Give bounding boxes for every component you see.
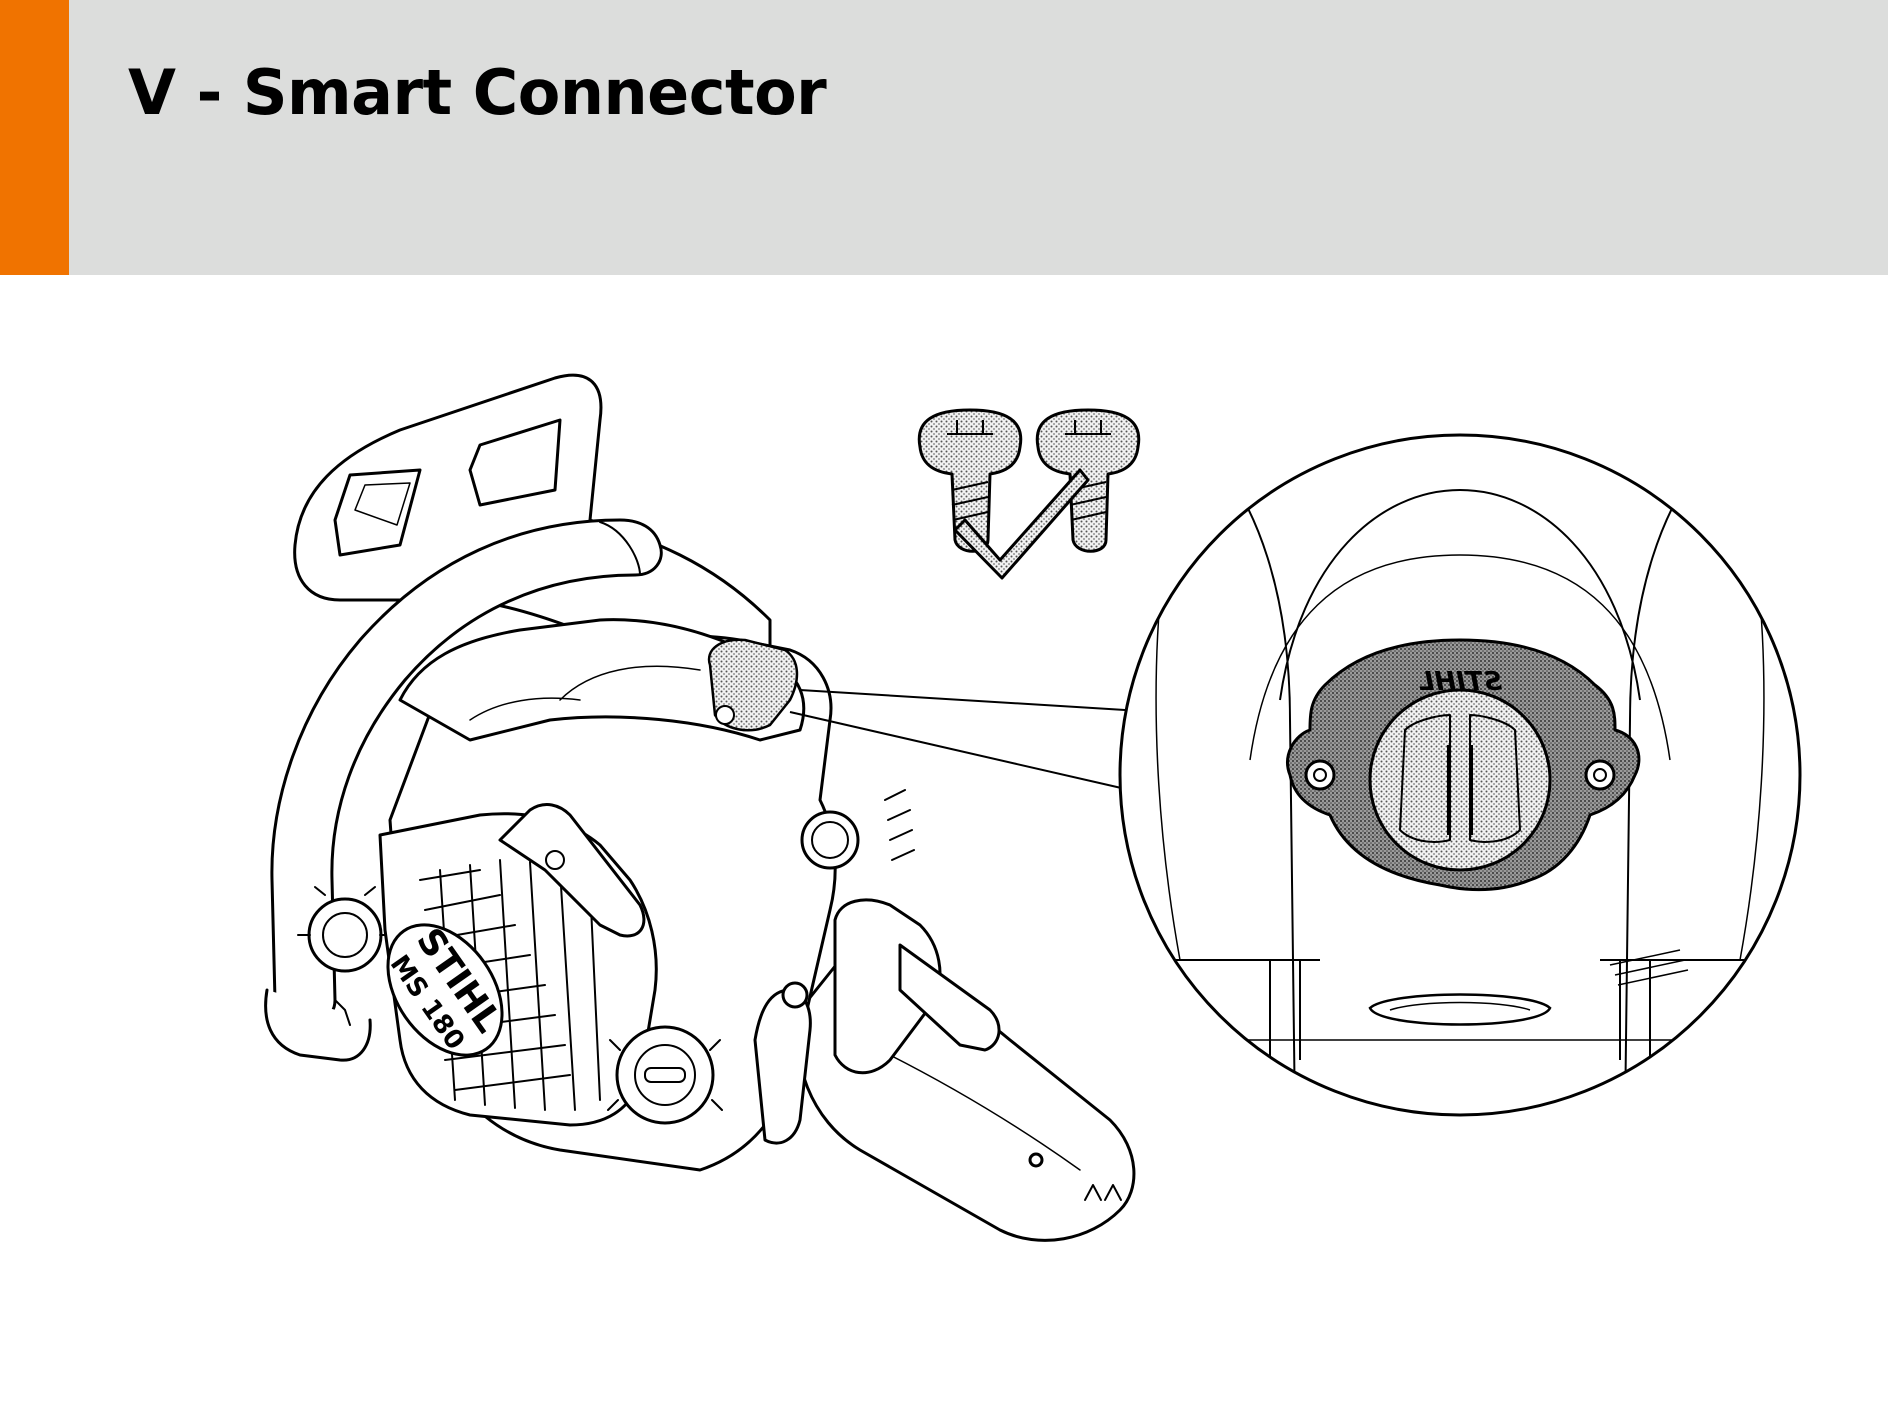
checkmark-icon (953, 468, 1090, 580)
connector-logo-text: STIHL (1418, 667, 1502, 697)
magnified-detail-circle: STIHL (1118, 433, 1802, 1117)
screw-icon (917, 408, 1023, 553)
callout-leader-lines (789, 689, 1131, 791)
smart-connector-icon: STIHL (1286, 638, 1641, 892)
chainsaw-illustration: STIHL MS 180 (264, 373, 1136, 1242)
accent-bar (0, 0, 69, 275)
smart-connector-illustration: STIHL MS 180 (264, 373, 1802, 1242)
page-title: V - Smart Connector (128, 56, 827, 129)
page-header: V - Smart Connector (0, 0, 1888, 275)
